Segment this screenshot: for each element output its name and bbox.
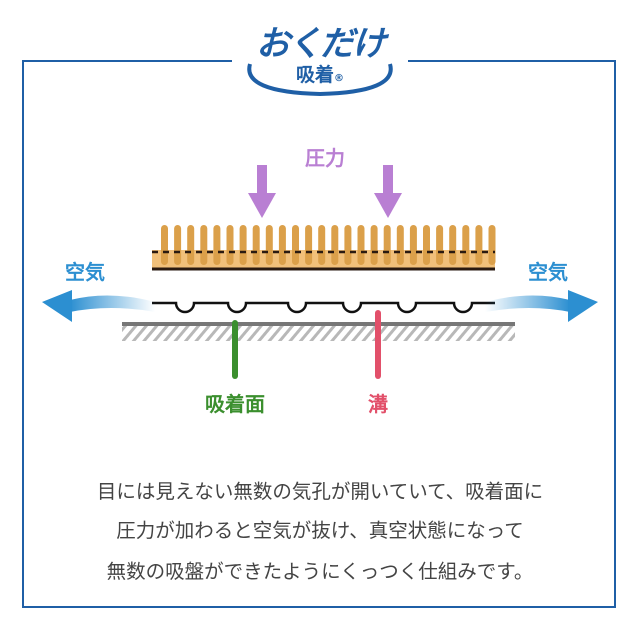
air-arrow-left [42, 290, 155, 322]
pile-tooth [370, 225, 378, 265]
pile-tooth [252, 225, 260, 265]
mat-pile [161, 225, 496, 265]
air-arrow-right [485, 290, 598, 322]
description-line-1: 目には見えない無数の気孔が開いていて、吸着面に [96, 480, 544, 503]
suction-surface-line [152, 301, 495, 314]
pile-tooth [305, 225, 313, 265]
pile-tooth [396, 225, 404, 265]
pile-tooth [331, 225, 339, 265]
registered-mark: ® [334, 73, 344, 84]
pile-tooth [213, 225, 221, 265]
pile-tooth [318, 225, 326, 265]
pile-tooth [488, 225, 496, 265]
pile-tooth [475, 225, 483, 265]
suction-surface-label: 吸着面 [205, 392, 265, 416]
description-line-3: 無数の吸盤ができたようにくっつく仕組みです。 [106, 560, 534, 583]
pressure-arrow-left [248, 165, 276, 218]
logo-brand-text: おくだけ [256, 24, 386, 64]
pile-tooth [409, 225, 417, 265]
air-label-right: 空気 [528, 260, 568, 284]
pile-tooth [462, 225, 470, 265]
pile-tooth [265, 225, 273, 265]
pile-tooth [187, 225, 195, 265]
pile-tooth [436, 225, 444, 265]
pile-tooth [278, 225, 286, 265]
pressure-arrow-right [374, 165, 402, 218]
air-label-left: 空気 [65, 260, 105, 284]
pile-tooth [174, 225, 182, 265]
pile-tooth [226, 225, 234, 265]
pile-tooth [423, 225, 430, 265]
logo-sub-text: 吸着 [295, 64, 334, 86]
pile-tooth [344, 225, 352, 265]
groove-label: 溝 [368, 392, 388, 416]
pressure-label: 圧力 [305, 146, 345, 170]
pile-tooth [357, 225, 365, 265]
pile-tooth [200, 225, 208, 265]
description-line-2: 圧力が加わると空気が抜け、真空状態になって [116, 519, 524, 542]
pile-tooth [383, 225, 391, 265]
pile-tooth [292, 225, 299, 265]
floor-line [122, 322, 515, 326]
pile-tooth [449, 225, 457, 265]
brand-logo: おくだけ 吸着® [232, 14, 408, 98]
pile-tooth [239, 225, 247, 265]
floor-hatch [122, 325, 515, 341]
pile-tooth [161, 225, 168, 265]
